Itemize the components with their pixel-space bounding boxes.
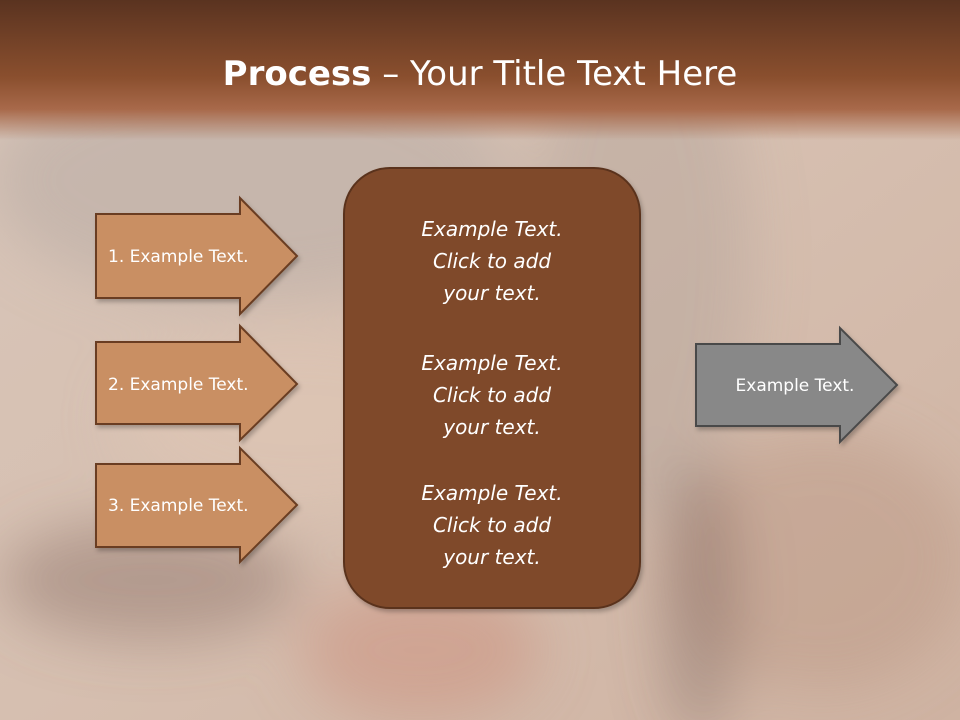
title-bold: Process (222, 54, 372, 94)
center-block-2-line-1: Example Text. (421, 351, 562, 375)
title-separator: – (371, 54, 411, 94)
input-arrow-3[interactable]: 3. Example Text. (95, 445, 299, 565)
output-arrow-label: Example Text. (736, 376, 855, 396)
output-arrow[interactable]: Example Text. (695, 325, 899, 445)
center-block-1-line-3: your text. (442, 281, 541, 305)
center-block-3-line-2: Click to add (433, 513, 551, 537)
input-arrow-1-label: 1. Example Text. (108, 247, 249, 267)
center-block-1-line-1: Example Text. (421, 217, 562, 241)
center-block-3-line-1: Example Text. (421, 481, 562, 505)
title-rest: Your Title Text Here (410, 54, 738, 94)
center-block-2-line-3: your text. (442, 415, 541, 439)
center-block-3-line-3: your text. (442, 545, 541, 569)
input-arrow-3-label: 3. Example Text. (108, 496, 249, 516)
center-block-2-line-2: Click to add (433, 383, 551, 407)
input-arrow-2-label: 2. Example Text. (108, 375, 249, 395)
center-box[interactable]: Example Text. Click to add your text. Ex… (343, 167, 641, 609)
title-bar (0, 0, 960, 140)
center-block-1-line-2: Click to add (433, 249, 551, 273)
input-arrow-2[interactable]: 2. Example Text. (95, 323, 299, 443)
slide-title: Process – Your Title Text Here (0, 52, 960, 96)
input-arrow-1[interactable]: 1. Example Text. (95, 195, 299, 317)
